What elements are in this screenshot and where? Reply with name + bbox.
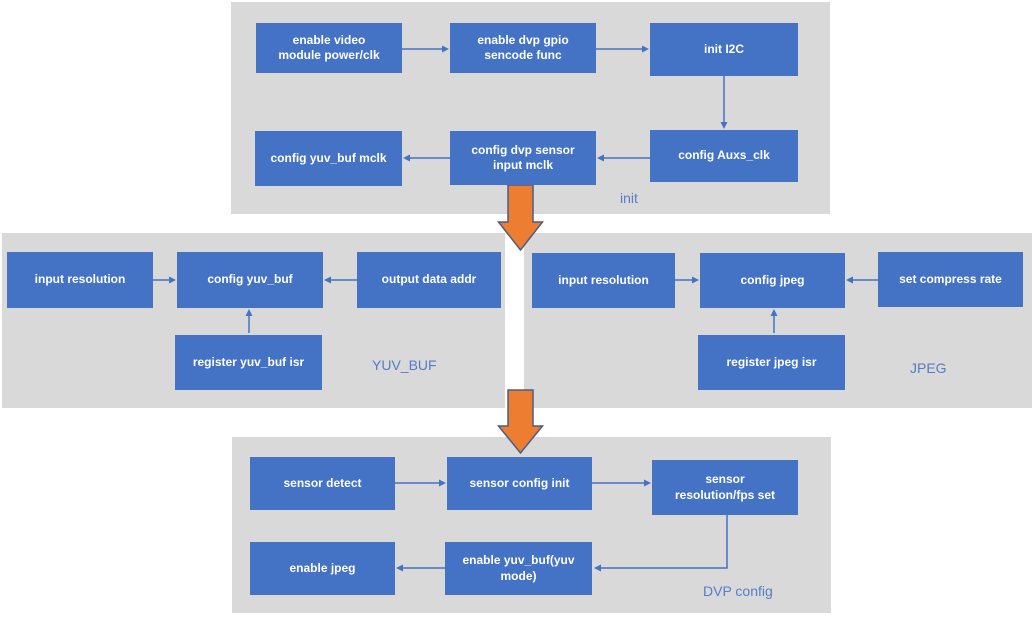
node-sensor-config-init: sensor config init xyxy=(447,457,592,510)
node-config-yuv-buf: config yuv_buf xyxy=(177,252,323,308)
node-yuv-input-resolution: input resolution xyxy=(7,252,153,308)
label-jpeg: JPEG xyxy=(910,360,947,376)
label-init: init xyxy=(620,190,638,206)
label-dvp-config: DVP config xyxy=(703,583,773,599)
node-sensor-resolution-fps: sensor resolution/fps set xyxy=(652,460,798,515)
node-enable-jpeg: enable jpeg xyxy=(250,542,395,595)
node-config-dvp-sensor-mclk: config dvp sensor input mclk xyxy=(450,131,596,185)
node-register-jpeg-isr: register jpeg isr xyxy=(698,335,845,390)
node-enable-dvp-gpio: enable dvp gpio sencode func xyxy=(450,23,596,73)
node-config-yuv-buf-mclk: config yuv_buf mclk xyxy=(255,131,402,186)
node-init-i2c: init I2C xyxy=(650,23,798,76)
node-config-jpeg: config jpeg xyxy=(700,253,845,308)
node-jpeg-input-resolution: input resolution xyxy=(532,253,675,308)
label-yuv-buf: YUV_BUF xyxy=(372,357,437,373)
node-output-data-addr: output data addr xyxy=(357,252,501,308)
node-enable-video-power: enable video module power/clk xyxy=(256,23,402,73)
node-sensor-detect: sensor detect xyxy=(250,457,395,510)
node-set-compress-rate: set compress rate xyxy=(878,252,1023,307)
node-register-yuv-buf-isr: register yuv_buf isr xyxy=(175,335,322,390)
node-config-auxs-clk: config Auxs_clk xyxy=(650,130,798,182)
node-enable-yuv-buf: enable yuv_buf(yuv mode) xyxy=(445,542,592,595)
